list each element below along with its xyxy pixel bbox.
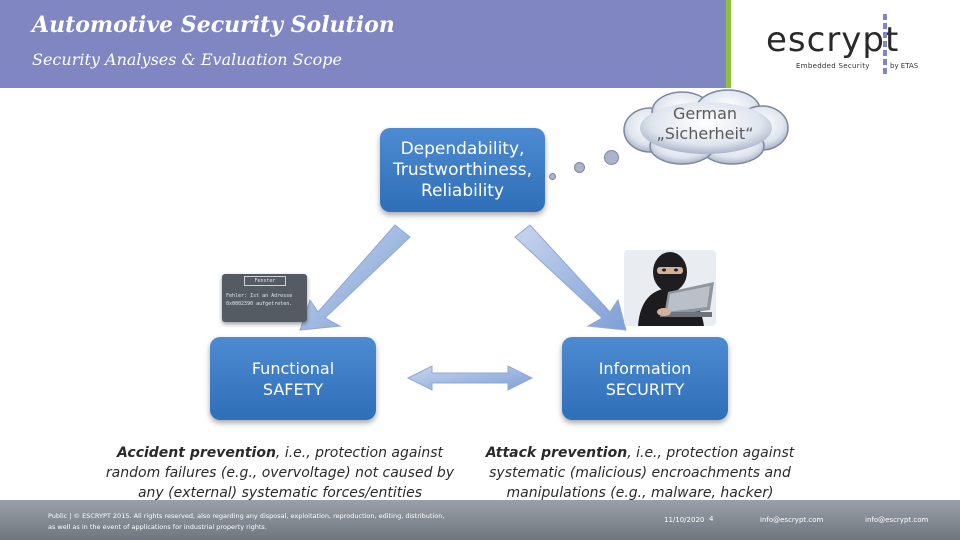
arrow-top-to-left [299,224,411,331]
information-security-box: Information SECURITY [562,337,728,420]
footer-date: 11/10/2020 [664,516,705,524]
logo-wordmark: escrypt [766,20,900,60]
accident-prevention-heading: Accident prevention [116,445,276,461]
thought-cloud-icon [623,89,789,165]
safety-line-1: Functional [251,358,335,378]
thought-bubble-large [604,150,619,165]
error-screen-icon: Fenster Fehler: Ist an Adresse 0x0002390… [222,274,307,322]
cloud-line-1: German [672,104,738,123]
logo-tagline: Embedded Security [796,62,870,70]
dependability-box: Dependability, Trustworthiness, Reliabil… [380,128,545,212]
dependability-line-3: Reliability [420,180,505,201]
error-message-line-1: Fehler: Ist an Adresse [226,293,293,299]
functional-safety-box: Functional SAFETY [210,337,376,420]
thought-bubble-medium [574,162,585,173]
security-line-1: Information [598,358,692,378]
footer-page-number: 4 [709,515,714,523]
cloud-label: German „Sicherheit“ [640,104,770,144]
arrow-top-to-right [514,224,627,331]
accident-prevention-body: , i.e., protection against random failur… [105,445,455,501]
slide-title: Automotive Security Solution [32,12,395,38]
header-accent-bar [726,0,731,88]
error-message-line-2: 0x0002390 aufgetreten. [226,301,293,307]
dependability-line-1: Dependability, [400,138,525,159]
attack-prevention-body: , i.e., protection against systematic (m… [489,445,795,501]
security-line-2: SECURITY [605,379,685,399]
dependability-line-2: Trustworthiness, [393,159,532,180]
attack-prevention-text: Attack prevention, i.e., protection agai… [480,443,800,503]
slide-footer [0,500,960,540]
hacker-icon [624,250,716,326]
logo-by: by ETAS [890,62,919,70]
footer-email-1[interactable]: info@escrypt.com [760,516,824,524]
accident-prevention-text: Accident prevention, i.e., protection ag… [100,443,460,503]
error-window-title: Fenster [244,276,286,286]
cloud-line-2: „Sicherheit“ [656,124,754,143]
slide-header: Automotive Security Solution Security An… [0,0,726,88]
arrow-left-right [406,365,534,391]
logo-dots-icon [883,14,887,77]
escrypt-logo: escrypt Embedded Security by ETAS [760,12,940,80]
safety-line-2: SAFETY [262,379,324,399]
footer-legal-text: Public | © ESCRYPT 2015. All rights rese… [48,512,445,531]
slide-subtitle: Security Analyses & Evaluation Scope [32,50,342,69]
thought-bubble-small [549,173,556,180]
footer-email-2[interactable]: info@escrypt.com [865,516,929,524]
attack-prevention-heading: Attack prevention [485,445,628,461]
